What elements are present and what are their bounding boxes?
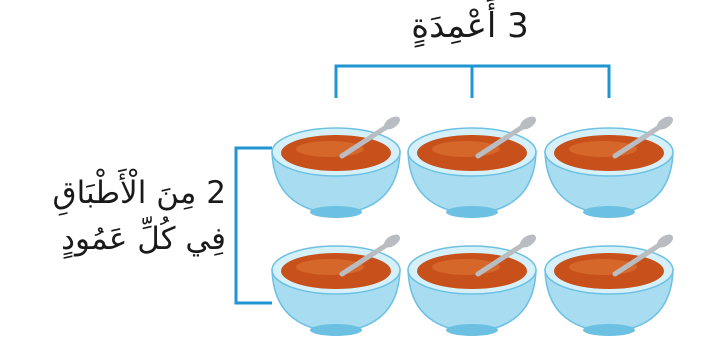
rows-label: 2 مِنَ الْأَطْبَاقِ فِي كُلِّ عَمُودٍ (0, 170, 226, 262)
rows-label-line-2: فِي كُلِّ عَمُودٍ (61, 221, 226, 257)
soup-bowl-icon (271, 234, 401, 336)
columns-bracket (334, 64, 611, 98)
soup-bowl-icon (407, 234, 537, 336)
soup-bowl-icon (544, 116, 674, 218)
rows-label-line-1: 2 مِنَ الْأَطْبَاقِ (52, 175, 226, 211)
columns-label: 3 أَعْمِدَةٍ (411, 6, 529, 46)
soup-bowl-icon (544, 234, 674, 336)
bowls-group (271, 116, 674, 336)
soup-bowl-icon (407, 116, 537, 218)
soup-bowl-icon (271, 116, 401, 218)
rows-bracket (234, 146, 272, 305)
